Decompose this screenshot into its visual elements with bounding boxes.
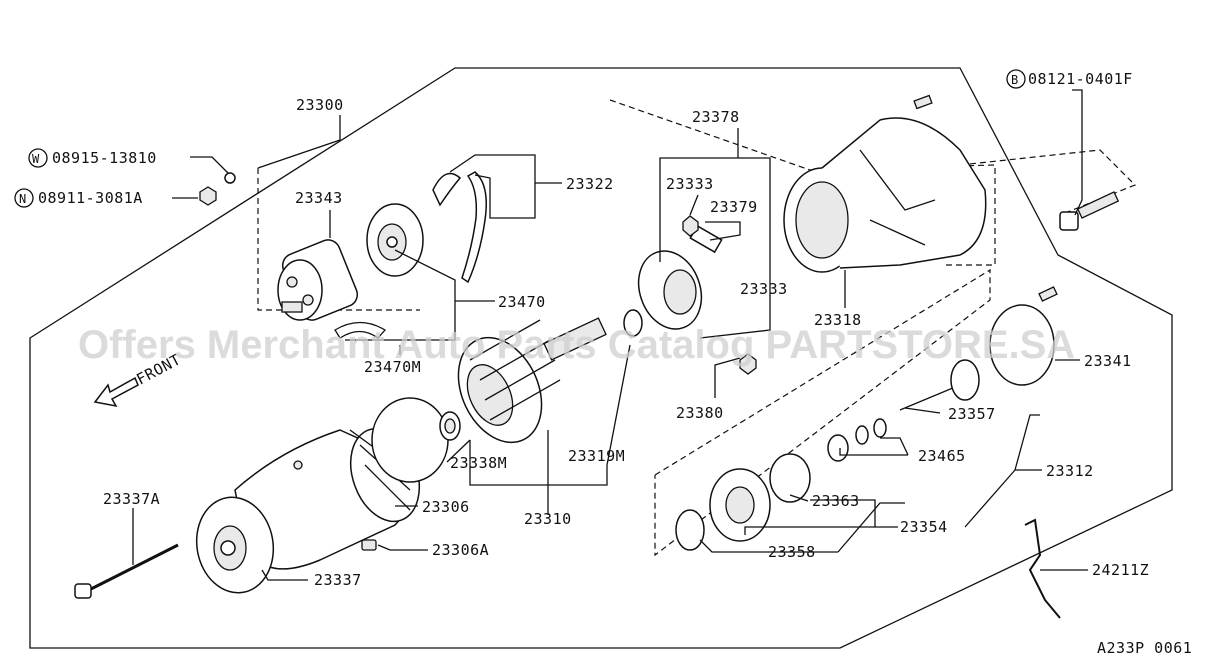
pinion-group-outline [654, 268, 991, 557]
label-23319M: 23319M [568, 447, 625, 465]
label-08911-3081A: 08911-3081A [38, 189, 143, 207]
armature [457, 309, 643, 444]
bolt-prefix: B [1011, 73, 1019, 87]
label-08121-0401F: 08121-0401F [1028, 70, 1133, 88]
label-23380: 23380 [676, 404, 724, 422]
solenoid-small-parts [199, 172, 236, 206]
diagram-code: A233P 0061 [1097, 639, 1192, 657]
solenoid-group-outline [257, 168, 420, 311]
part-labels: 23300 08915-13810 08911-3081A 23343 2332… [38, 70, 1149, 589]
label-23338M: 23338M [450, 454, 507, 472]
label-24211Z: 24211Z [1092, 561, 1149, 579]
washer-prefix: W [32, 152, 40, 166]
rear-bearing [439, 411, 461, 441]
label-23341: 23341 [1084, 352, 1132, 370]
label-23354: 23354 [900, 518, 948, 536]
label-23333-upper: 23333 [666, 175, 714, 193]
leader-lines [132, 89, 1088, 581]
harness-clip [1024, 518, 1061, 619]
watermark: Offers Merchant Auto Parts Catalog PARTS… [78, 323, 1075, 367]
label-23312: 23312 [1046, 462, 1094, 480]
brush-holder-plate [637, 215, 757, 375]
label-23378: 23378 [692, 108, 740, 126]
label-23322: 23322 [566, 175, 614, 193]
shift-lever [432, 171, 487, 284]
label-23343: 23343 [295, 189, 343, 207]
label-08915-13810: 08915-13810 [52, 149, 157, 167]
solenoid-switch [277, 203, 424, 339]
label-23379: 23379 [710, 198, 758, 216]
through-bolt-long [74, 543, 179, 599]
label-23300: 23300 [296, 96, 344, 114]
pinion-clutch-assembly [675, 286, 1058, 551]
label-23306A: 23306A [432, 541, 489, 559]
assembly-outline [29, 67, 1173, 649]
yoke-field-coil [234, 397, 449, 570]
label-23310: 23310 [524, 510, 572, 528]
housing-bolt [1059, 191, 1120, 231]
label-23363: 23363 [812, 492, 860, 510]
housing-group-outline [609, 99, 996, 266]
label-23357: 23357 [948, 405, 996, 423]
label-23470M: 23470M [364, 358, 421, 376]
label-23470: 23470 [498, 293, 546, 311]
rear-cover [195, 496, 275, 594]
label-23337: 23337 [314, 571, 362, 589]
gear-housing [783, 94, 987, 273]
label-23337A: 23337A [103, 490, 160, 508]
prefix-circles: W N B [14, 69, 1026, 208]
label-23465: 23465 [918, 447, 966, 465]
label-23333-lower: 23333 [740, 280, 788, 298]
nut-prefix: N [19, 192, 27, 206]
label-23306: 23306 [422, 498, 470, 516]
label-23318: 23318 [814, 311, 862, 329]
label-23358: 23358 [768, 543, 816, 561]
